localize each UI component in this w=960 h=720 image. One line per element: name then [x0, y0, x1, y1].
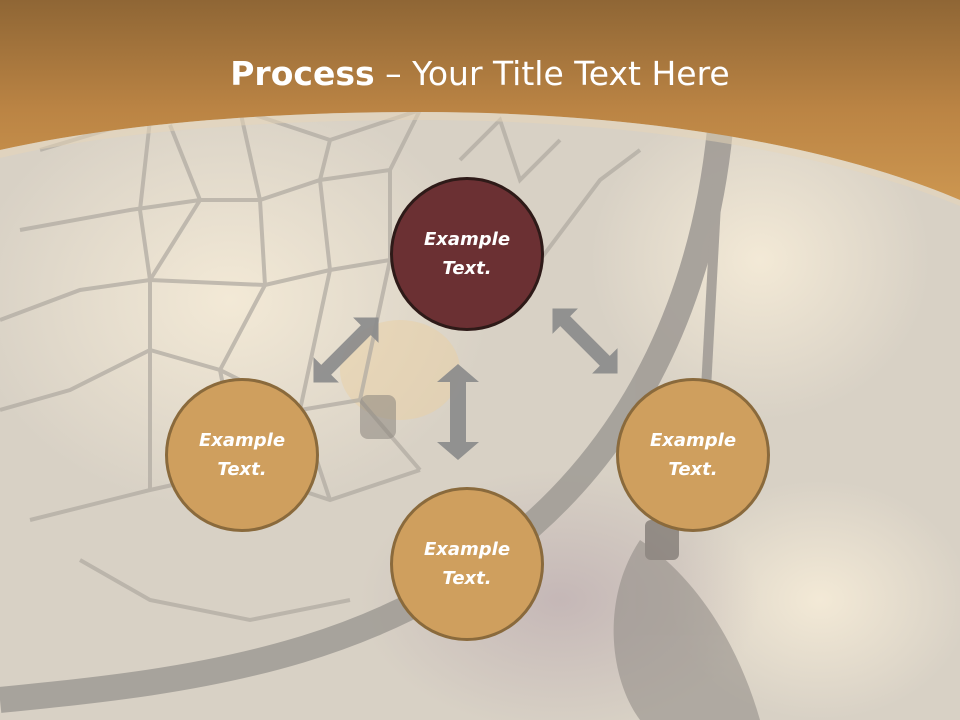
double-arrow-vertical — [437, 364, 479, 460]
node-left-line1: Example — [198, 430, 286, 451]
header-band — [0, 0, 960, 200]
double-arrow-top-left — [313, 317, 379, 383]
feathers — [360, 395, 760, 720]
node-bottom-line2: Text. — [442, 568, 492, 589]
title-bold-part: Process — [230, 54, 375, 93]
node-right-line1: Example — [649, 430, 737, 451]
node-top-line1: Example — [423, 229, 511, 250]
node-right: Example Text. — [616, 378, 770, 532]
node-left: Example Text. — [165, 378, 319, 532]
node-right-line2: Text. — [668, 459, 718, 480]
node-left-line2: Text. — [217, 459, 267, 480]
node-bottom: Example Text. — [390, 487, 544, 641]
title-rest-part: – Your Title Text Here — [374, 54, 730, 93]
double-arrow-top-right — [552, 308, 618, 374]
node-top: Example Text. — [390, 177, 544, 331]
node-bottom-line1: Example — [423, 539, 511, 560]
slide-title: Process – Your Title Text Here — [0, 52, 960, 96]
node-top-line2: Text. — [442, 258, 492, 279]
